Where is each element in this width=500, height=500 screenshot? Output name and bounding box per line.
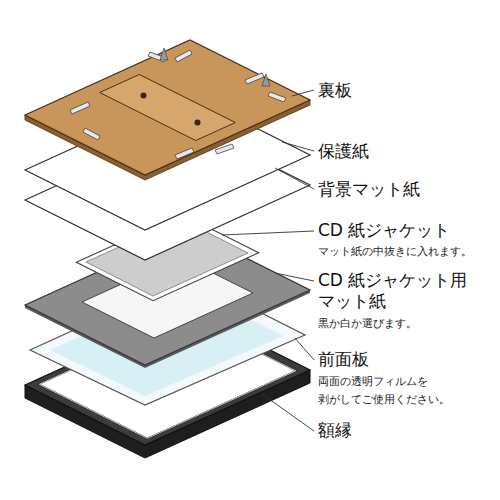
- label-slot: マット紙の中抜きに入れます。: [318, 243, 496, 261]
- label-slot: 前面板: [318, 349, 496, 370]
- label-slot: 保護紙: [318, 141, 496, 162]
- label-slot: 背景マット紙: [318, 179, 496, 200]
- hangers: [160, 48, 270, 86]
- back-board-plank: [100, 75, 236, 141]
- part-name: 裏板: [318, 80, 496, 101]
- label-slot: 額縁: [318, 420, 496, 441]
- part-name: CD 紙ジャケット: [318, 220, 496, 241]
- note: 黒か白か選びます。: [318, 315, 496, 333]
- label-slot: CD 紙ジャケット: [318, 220, 496, 241]
- label-slot: CD 紙ジャケット用 マット紙: [318, 270, 496, 313]
- label-slot: 裏板: [318, 80, 496, 101]
- part-name: 保護紙: [318, 141, 496, 162]
- part-name: 背景マット紙: [318, 179, 496, 200]
- note: 両面の透明フィルムを 剥がしてご使用ください。: [318, 373, 496, 408]
- turn-buttons: [70, 50, 286, 159]
- hole: [195, 120, 201, 126]
- label-slot: 両面の透明フィルムを 剥がしてご使用ください。: [318, 373, 496, 408]
- note: マット紙の中抜きに入れます。: [318, 243, 496, 261]
- part-name: CD 紙ジャケット用 マット紙: [318, 270, 496, 313]
- label-slot: 黒か白か選びます。: [318, 315, 496, 333]
- hole: [141, 93, 147, 99]
- leader-lines: [222, 90, 314, 431]
- back-board: [25, 40, 310, 175]
- part-name: 額縁: [318, 420, 496, 441]
- part-name: 前面板: [318, 349, 496, 370]
